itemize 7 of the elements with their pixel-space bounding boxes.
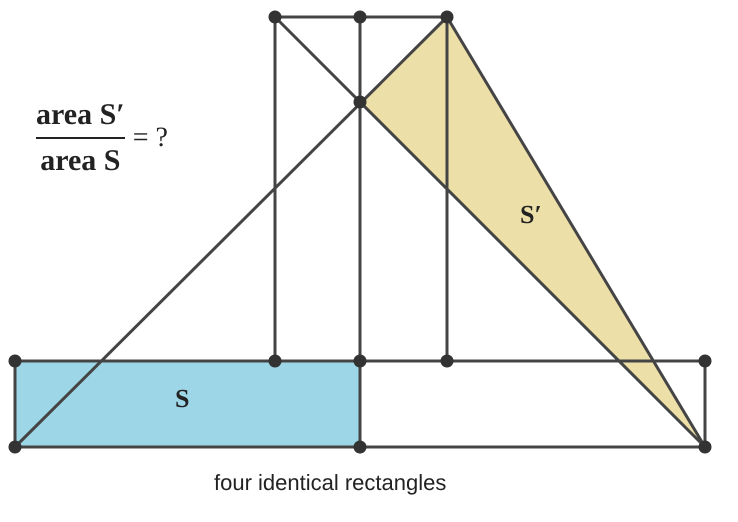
shaded-rectangle	[15, 361, 360, 447]
region-label: S	[175, 386, 190, 412]
formula-numerator: area S′	[36, 97, 125, 133]
region-label: S′	[520, 202, 542, 228]
caption: four identical rectangles	[214, 469, 446, 497]
formula-denominator: area S	[40, 142, 120, 178]
formula-text: = ?	[132, 120, 168, 154]
